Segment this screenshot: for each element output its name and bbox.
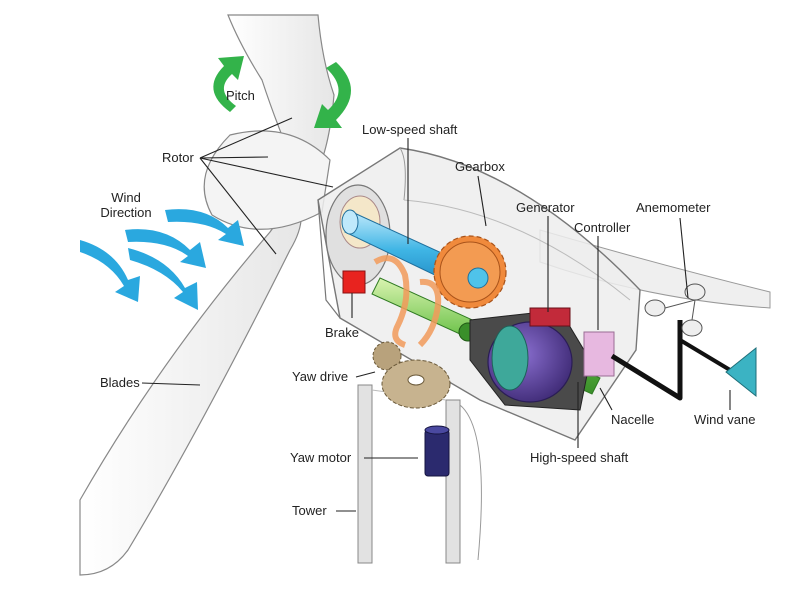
label-rotor: Rotor: [162, 150, 194, 165]
label-yaw-motor: Yaw motor: [290, 450, 352, 465]
label-wind-line2: Direction: [100, 205, 151, 220]
anemometer-cups: [644, 283, 706, 337]
leader-lines: [141, 117, 731, 512]
controller-box: [583, 331, 615, 377]
label-wind-line1: Wind: [111, 190, 141, 205]
label-brake: Brake: [325, 325, 359, 340]
tower: [357, 384, 482, 564]
label-low-speed-shaft: Low-speed shaft: [362, 122, 458, 137]
hub-cone: [203, 130, 331, 230]
label-gearbox: Gearbox: [455, 159, 505, 174]
wind-arrows: [80, 209, 244, 310]
label-tower: Tower: [292, 503, 327, 518]
label-pitch: Pitch: [226, 88, 255, 103]
gearbox-gear: [433, 235, 507, 309]
yaw-motor: [424, 425, 450, 477]
yaw-drive-gears: [372, 341, 451, 409]
wind-vane-fin: [725, 346, 757, 398]
label-wind-vane: Wind vane: [694, 412, 755, 427]
label-blades: Blades: [100, 375, 140, 390]
blades: [79, 14, 771, 576]
brake-block: [342, 270, 366, 294]
label-generator: Generator: [516, 200, 575, 215]
lower-blade: [79, 206, 302, 576]
generator: [469, 307, 591, 411]
sensor-mast: [610, 320, 732, 401]
label-high-speed-shaft: High-speed shaft: [530, 450, 629, 465]
label-nacelle: Nacelle: [611, 412, 654, 427]
labels: Pitch Rotor Wind Direction Low-speed sha…: [100, 88, 755, 518]
pitch-arrows: [213, 56, 351, 128]
label-yaw-drive: Yaw drive: [292, 369, 348, 384]
brake-disk: [373, 255, 442, 348]
label-anemometer: Anemometer: [636, 200, 711, 215]
label-controller: Controller: [574, 220, 631, 235]
